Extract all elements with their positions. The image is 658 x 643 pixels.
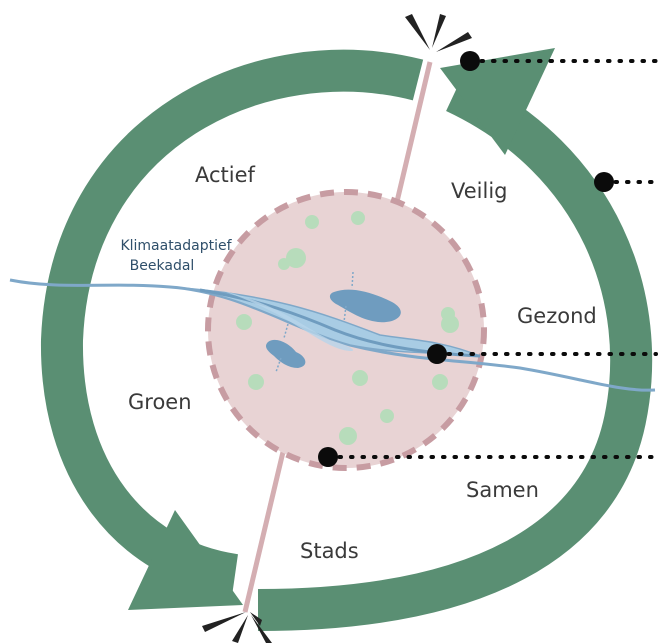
label-gezond: Gezond [517, 304, 597, 328]
label-actief: Actief [195, 163, 256, 187]
label-stads: Stads [300, 539, 359, 563]
center-label-line-2: Beekadal [130, 258, 195, 274]
label-veilig: Veilig [451, 179, 508, 203]
burst-top [405, 14, 472, 52]
marker-2 [594, 172, 614, 192]
label-samen: Samen [466, 478, 539, 502]
marker-4 [318, 447, 338, 467]
marker-3 [427, 344, 447, 364]
center-label-line-1: Klimaatadaptief [120, 238, 232, 254]
marker-1 [460, 51, 480, 71]
label-groen: Groen [128, 390, 192, 414]
